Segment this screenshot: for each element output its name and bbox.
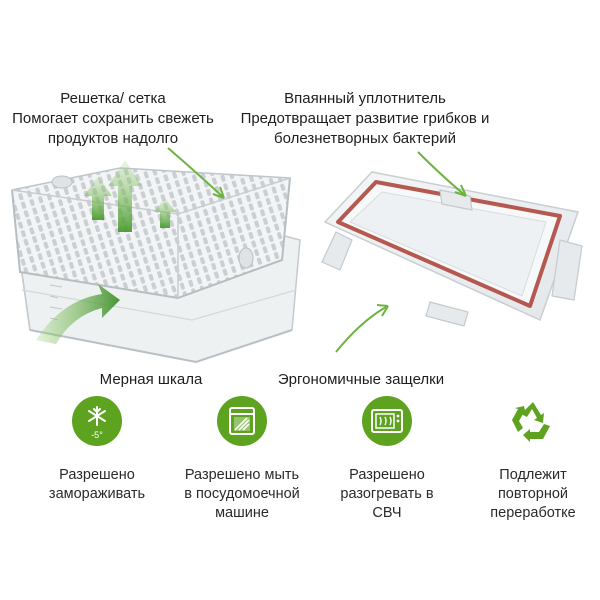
feature-dishwasher-line1: Разрешено мыть: [184, 467, 300, 483]
feature-dishwasher-line3: машине: [215, 505, 269, 521]
feature-recycle-line3: переработке: [490, 505, 576, 521]
feature-recycle: Подлежит повторной переработке: [458, 396, 600, 523]
callout-seal-line2: болезнетворных бактерий: [274, 130, 456, 147]
feature-freezer: -5° Разрешено замораживать: [22, 396, 172, 504]
latches: [321, 189, 583, 327]
product-illustration: [11, 147, 583, 364]
lid: [321, 171, 583, 327]
callout-latches: Эргономичные защелки: [266, 370, 456, 390]
callout-scale: Мерная шкала: [86, 370, 216, 390]
feature-dishwasher-line2: в посудомоечной: [184, 486, 300, 502]
feature-freezer-line1: Разрешено: [59, 467, 135, 483]
feature-microwave-line2: разогревать в: [340, 486, 434, 502]
callout-arrows: [167, 147, 467, 353]
callout-seal-title: Впаянный уплотнитель: [284, 90, 446, 107]
callout-seal: Впаянный уплотнитель Предотвращает разви…: [230, 89, 500, 149]
feature-recycle-line1: Подлежит: [499, 467, 567, 483]
dishwasher-icon: [217, 396, 267, 446]
callout-grid-line2: продуктов надолго: [47, 130, 179, 147]
callout-grid: Решетка/ сетка Помогает сохранить свежет…: [0, 89, 226, 149]
recycle-icon: [508, 396, 558, 446]
callout-seal-line1: Предотвращает развитие грибков и: [240, 110, 490, 127]
feature-microwave: Разрешено разогревать в СВЧ: [312, 396, 462, 523]
callout-grid-title: Решетка/ сетка: [60, 90, 166, 107]
feature-microwave-line3: СВЧ: [372, 505, 402, 521]
feature-recycle-line2: повторной: [497, 486, 569, 502]
microwave-icon: [362, 396, 412, 446]
callout-scale-title: Мерная шкала: [99, 371, 203, 388]
feature-dishwasher: Разрешено мыть в посудомоечной машине: [167, 396, 317, 523]
feature-freezer-line2: замораживать: [48, 486, 146, 502]
snowflake-icon: -5°: [72, 396, 122, 446]
callout-latches-title: Эргономичные защелки: [277, 371, 445, 388]
air-flow-arrows: [36, 160, 176, 344]
feature-microwave-line1: Разрешено: [349, 467, 425, 483]
freezer-badge: -5°: [91, 430, 103, 440]
grid-basket: [11, 167, 291, 300]
callout-grid-line1: Помогает сохранить свежеть: [12, 110, 214, 127]
